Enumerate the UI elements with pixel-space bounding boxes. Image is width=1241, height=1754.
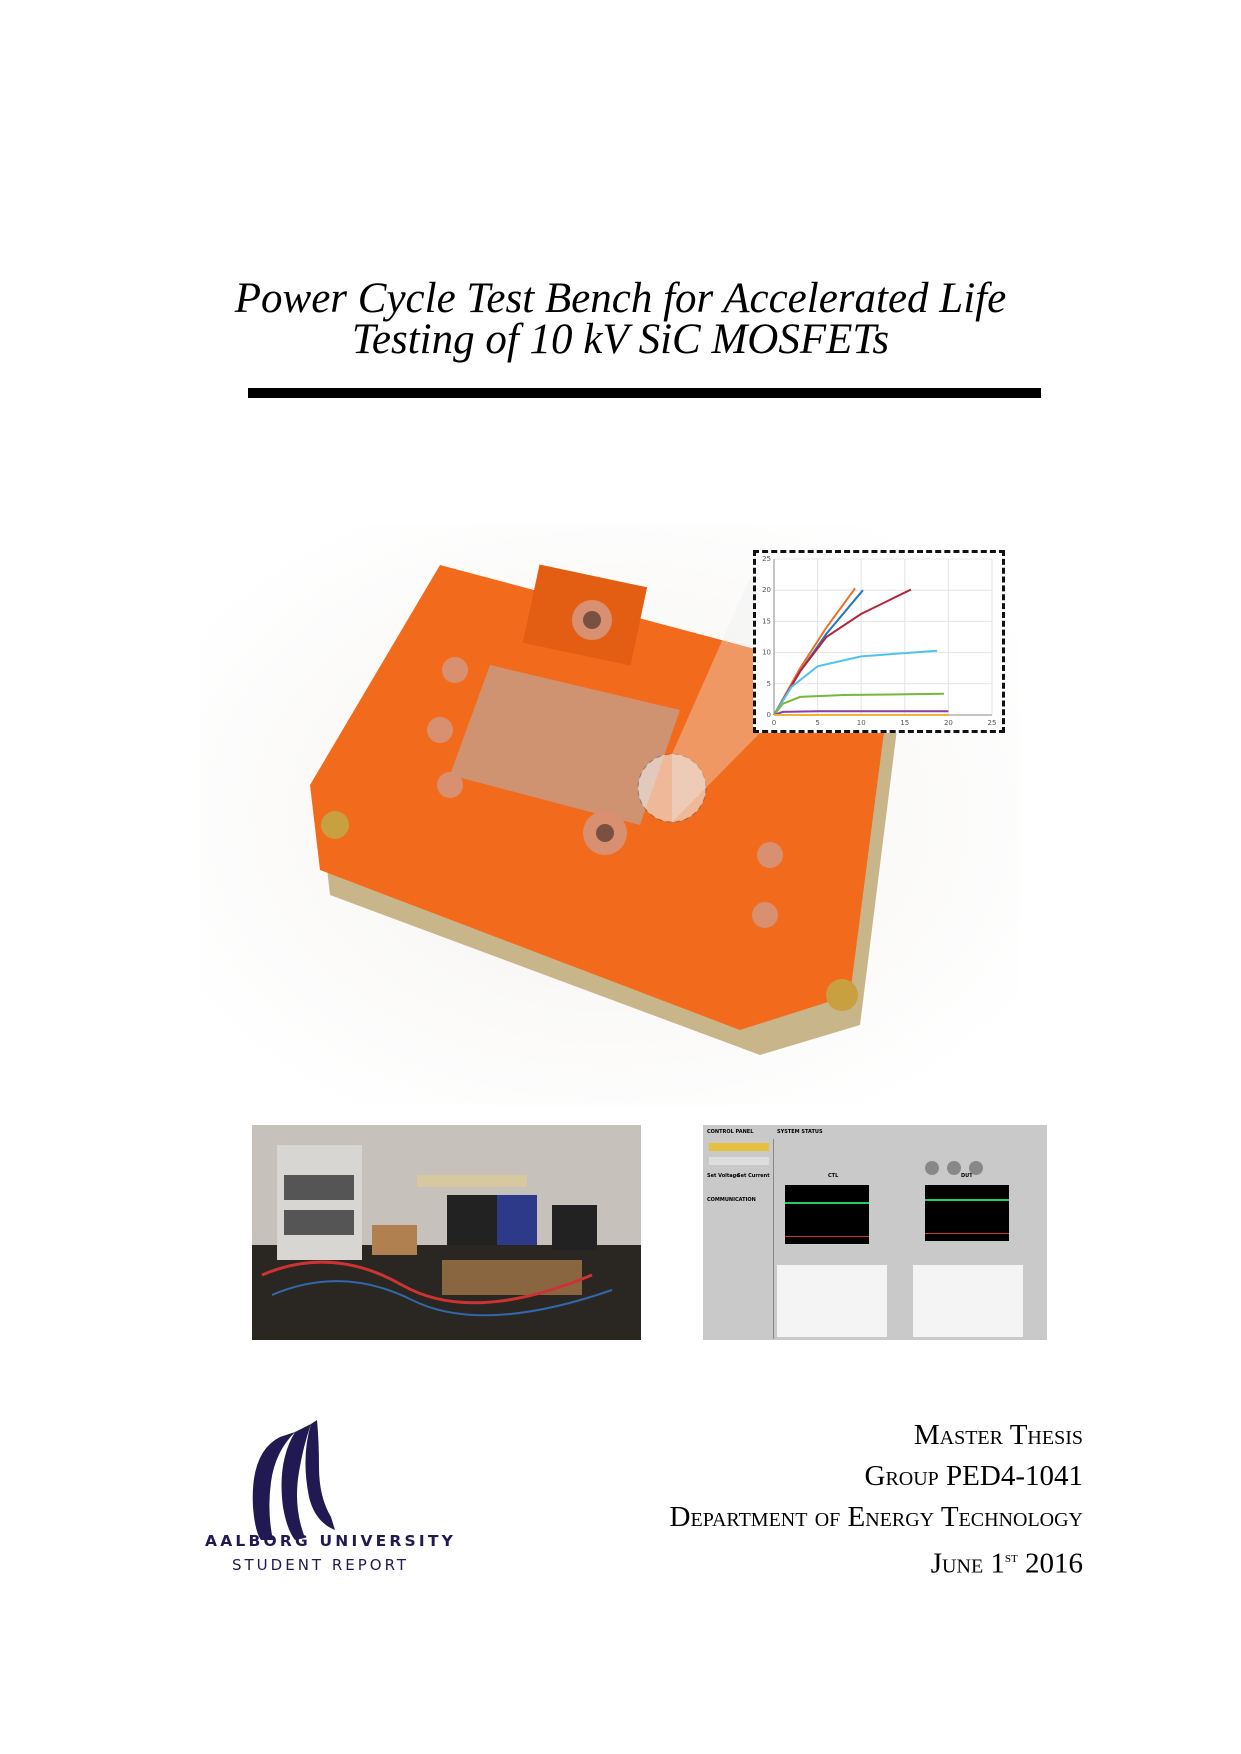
series-line — [773, 710, 949, 716]
date-day: June 1 — [930, 1547, 1005, 1580]
x-tick-label: 25 — [988, 719, 997, 727]
gui-set-current-label: Set Current — [737, 1173, 770, 1179]
gui-control-panel-label: CONTROL PANEL — [707, 1129, 754, 1135]
thesis-meta: Master Thesis Group PED4-1041 Department… — [670, 1415, 1083, 1585]
x-tick-label: 10 — [857, 719, 866, 727]
title-rule — [248, 388, 1041, 398]
group-name: Group PED4-1041 — [864, 1460, 1084, 1492]
y-tick-label: 20 — [762, 586, 771, 594]
x-tick-label: 15 — [900, 719, 909, 727]
title-line-2: Testing of 10 kV SiC MOSFETs — [351, 316, 890, 363]
test-bench-photo — [252, 1125, 641, 1340]
x-tick-label: 0 — [772, 719, 776, 727]
gui-dut-label: DUT — [961, 1173, 973, 1179]
title-line-1: Power Cycle Test Bench for Accelerated L… — [234, 275, 1007, 322]
y-tick-label: 10 — [762, 649, 771, 657]
series-line — [773, 588, 912, 716]
inset-chart: 0 5 10 15 20 25 0 5 10 15 20 25 — [753, 550, 1005, 733]
thesis-type: Master Thesis — [913, 1419, 1083, 1451]
series-line — [773, 692, 945, 716]
university-name: AALBORG UNIVERSITY — [205, 1532, 457, 1550]
date-ordinal: st — [1004, 1550, 1018, 1566]
x-tick-label: 5 — [815, 719, 819, 727]
series-line — [773, 649, 938, 716]
date-year: 2016 — [1017, 1547, 1083, 1580]
date: June 1st 2016 — [670, 1538, 1083, 1585]
gui-ctl-label: CTL — [828, 1173, 839, 1179]
gui-communication-label: COMMUNICATION — [707, 1197, 756, 1203]
aalborg-university-logo — [252, 1420, 335, 1540]
thesis-title: Power Cycle Test Bench for Accelerated L… — [0, 275, 1241, 363]
y-tick-label: 15 — [762, 617, 771, 625]
y-tick-label: 5 — [767, 680, 771, 688]
department: Department of Energy Technology — [669, 1501, 1083, 1533]
y-tick-label: 0 — [767, 711, 771, 719]
y-tick-label: 25 — [762, 555, 771, 563]
gui-set-voltage-label: Set Voltage — [707, 1173, 740, 1179]
x-tick-label: 20 — [944, 719, 953, 727]
gui-system-status-label: SYSTEM STATUS — [777, 1129, 823, 1135]
student-report-label: STUDENT REPORT — [232, 1556, 410, 1574]
labview-gui-screenshot: CONTROL PANEL SYSTEM STATUS Set Voltage … — [703, 1125, 1047, 1340]
